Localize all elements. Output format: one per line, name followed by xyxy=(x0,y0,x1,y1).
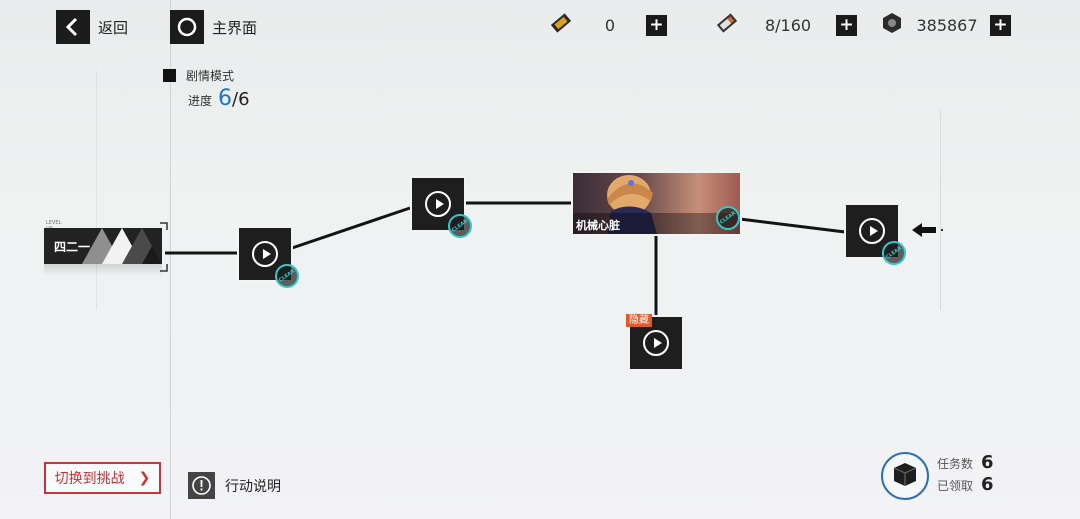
stage-node-2[interactable]: CLEAR xyxy=(410,176,477,243)
start-stage-banner xyxy=(82,228,162,264)
stamina-battery-icon xyxy=(714,10,740,40)
gold-ticket-icon xyxy=(548,10,574,40)
progress-current: 6 xyxy=(218,86,233,111)
square-icon xyxy=(163,69,176,82)
corner-bracket-icon xyxy=(160,222,168,230)
featured-stage-title: 机械心脏 xyxy=(576,219,620,232)
hidden-stage-node[interactable]: 隐藏 xyxy=(626,314,684,371)
coin-icon xyxy=(880,11,904,39)
resource-value: 8/160 xyxy=(764,15,812,35)
claimed-value: 6 xyxy=(981,474,994,495)
home-circle-icon xyxy=(170,10,204,44)
stage-node-1[interactable]: CLEAR xyxy=(237,226,304,293)
action-info-label: 行动说明 xyxy=(225,478,281,495)
add-gold-ticket-button[interactable]: + xyxy=(646,14,667,36)
chevron-right-icon: ❯ xyxy=(138,470,151,486)
tasks-label: 任务数 xyxy=(937,457,974,471)
add-coin-button[interactable]: + xyxy=(990,14,1011,36)
back-arrow-icon xyxy=(56,10,90,44)
pointer-arrow-icon xyxy=(912,223,943,237)
progress: 进度 6 /6 xyxy=(188,86,250,111)
corner-bracket-icon xyxy=(160,264,168,272)
back-label: 返回 xyxy=(98,18,129,37)
start-stage-title: 四二一 xyxy=(54,240,91,254)
resource-value: 385867 xyxy=(916,15,978,35)
play-icon xyxy=(252,241,278,267)
progress-label: 进度 xyxy=(188,94,213,108)
switch-to-challenge-button[interactable]: 切换到挑战 ❯ xyxy=(44,462,161,494)
resource-value: 0 xyxy=(604,15,616,35)
home-button[interactable]: 主界面 xyxy=(170,10,257,44)
stage-node-4[interactable]: CLEAR xyxy=(844,203,911,270)
featured-stage-card[interactable]: 机械心脏 CLEAR xyxy=(571,171,742,236)
back-button[interactable]: 返回 xyxy=(56,10,128,44)
task-stats: 任务数 6 已领取 6 xyxy=(937,452,1007,495)
tasks-value: 6 xyxy=(981,452,994,473)
resource-coin: 385867 + xyxy=(880,12,1011,38)
resource-gold-ticket: 0 + xyxy=(548,12,667,38)
switch-label: 切换到挑战 xyxy=(54,471,125,487)
featured-stage-art xyxy=(573,173,740,234)
resource-stamina: 8/160 + xyxy=(714,12,857,38)
play-icon xyxy=(859,218,885,244)
home-label: 主界面 xyxy=(212,18,258,37)
decor-line xyxy=(96,70,97,310)
progress-total: /6 xyxy=(232,89,250,110)
add-stamina-button[interactable]: + xyxy=(836,14,857,36)
decor-line xyxy=(940,110,941,310)
hidden-tag: 隐藏 xyxy=(626,314,652,327)
mode-header: 剧情模式 xyxy=(163,67,234,84)
task-reward-button[interactable] xyxy=(881,452,929,500)
reward-box-icon xyxy=(891,460,919,492)
info-icon xyxy=(188,472,215,499)
divider-line xyxy=(170,0,171,519)
action-info-button[interactable]: 行动说明 xyxy=(188,472,281,499)
play-icon xyxy=(643,330,669,356)
play-icon xyxy=(425,191,451,217)
mode-name: 剧情模式 xyxy=(186,69,235,83)
claimed-label: 已领取 xyxy=(937,479,974,493)
